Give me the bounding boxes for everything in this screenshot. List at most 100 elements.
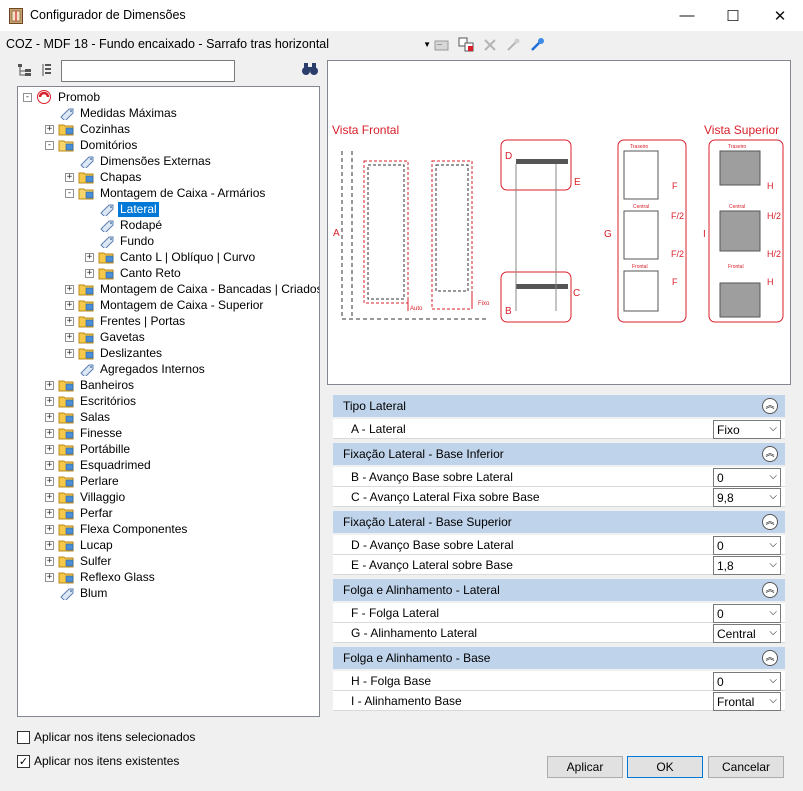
folder-icon [58, 458, 78, 472]
tree-item[interactable]: +Portábille [45, 441, 132, 457]
copy-settings-icon[interactable] [457, 36, 477, 54]
expand-icon[interactable]: + [45, 475, 54, 486]
pick-icon[interactable] [527, 36, 547, 54]
apply-selected-option[interactable]: Aplicar nos itens selecionados [17, 730, 195, 744]
chevron-down-icon: ⌵ [769, 559, 777, 570]
section-header[interactable]: Fixação Lateral - Base Superior︽ [333, 511, 785, 533]
item-selector[interactable]: COZ - MDF 18 - Fundo encaixado - Sarrafo… [5, 36, 433, 54]
property-dropdown[interactable]: 0⌵ [713, 604, 781, 623]
expand-icon[interactable]: + [65, 315, 74, 326]
collapse-section-icon[interactable]: ︽ [762, 514, 778, 530]
tree-item[interactable]: +Esquadrimed [45, 457, 153, 473]
apply-button[interactable]: Aplicar [547, 756, 623, 778]
tree-item[interactable]: Blum [45, 585, 109, 601]
minimize-button[interactable]: — [679, 7, 695, 24]
tree-item[interactable]: Dimensões Externas [65, 153, 213, 169]
tree-item[interactable]: +Cozinhas [45, 121, 132, 137]
apply-selected-checkbox[interactable] [17, 730, 30, 744]
collapse-section-icon[interactable]: ︽ [762, 446, 778, 462]
maximize-button[interactable]: ☐ [726, 7, 740, 25]
tree-item[interactable]: +Villaggio [45, 489, 127, 505]
expand-icon[interactable]: + [65, 171, 74, 182]
collapse-icon[interactable]: - [45, 139, 54, 150]
expand-icon[interactable]: + [45, 555, 54, 566]
link-icon[interactable] [503, 36, 523, 54]
folder-icon [78, 282, 98, 296]
expand-icon[interactable]: + [45, 395, 54, 406]
property-dropdown[interactable]: 0⌵ [713, 672, 781, 691]
tree-item[interactable]: -Montagem de Caixa - Armários [65, 185, 267, 201]
card-icon[interactable] [432, 36, 452, 54]
close-button[interactable]: ✕ [773, 7, 787, 25]
expand-icon[interactable]: + [65, 347, 74, 358]
expand-icon[interactable]: + [45, 459, 54, 470]
expand-icon[interactable]: + [45, 539, 54, 550]
expand-icon[interactable]: + [45, 507, 54, 518]
tree-item[interactable]: -Promob [23, 89, 102, 105]
expand-icon[interactable]: + [65, 331, 74, 342]
tree-item[interactable]: +Sulfer [45, 553, 113, 569]
expand-icon[interactable]: + [45, 427, 54, 438]
expand-icon[interactable]: + [45, 571, 54, 582]
tree-item[interactable]: +Chapas [65, 169, 143, 185]
tree-item[interactable]: +Frentes | Portas [65, 313, 187, 329]
section-header[interactable]: Folga e Alinhamento - Lateral︽ [333, 579, 785, 601]
property-dropdown[interactable]: 0⌵ [713, 536, 781, 555]
cancel-button[interactable]: Cancelar [708, 756, 784, 778]
tree-item[interactable]: +Perfar [45, 505, 115, 521]
expand-icon[interactable]: + [65, 299, 74, 310]
tree-item[interactable]: Rodapé [85, 217, 164, 233]
tree-item[interactable]: Medidas Máximas [45, 105, 179, 121]
collapse-section-icon[interactable]: ︽ [762, 582, 778, 598]
tree-item[interactable]: Fundo [85, 233, 156, 249]
tree-item[interactable]: +Montagem de Caixa - Superior [65, 297, 265, 313]
expand-icon[interactable]: + [45, 443, 54, 454]
expand-icon[interactable]: + [45, 123, 54, 134]
tree-item[interactable]: +Escritórios [45, 393, 138, 409]
collapse-section-icon[interactable]: ︽ [762, 398, 778, 414]
tree-item[interactable]: Lateral [85, 201, 159, 217]
section-header[interactable]: Tipo Lateral︽ [333, 395, 785, 417]
expand-icon[interactable]: + [45, 379, 54, 390]
tree-item[interactable]: +Montagem de Caixa - Bancadas | Criados [65, 281, 319, 297]
expand-tree-icon[interactable] [17, 63, 33, 77]
section-header[interactable]: Folga e Alinhamento - Base︽ [333, 647, 785, 669]
tree-item[interactable]: +Banheiros [45, 377, 136, 393]
collapse-icon[interactable]: - [65, 187, 74, 198]
collapse-icon[interactable]: - [23, 91, 32, 102]
tree-item[interactable]: +Finesse [45, 425, 124, 441]
expand-icon[interactable]: + [45, 523, 54, 534]
tree-item[interactable]: +Salas [45, 409, 112, 425]
apply-existing-checkbox[interactable]: ✓ [17, 754, 30, 768]
ok-button[interactable]: OK [627, 756, 703, 778]
tree-item[interactable]: +Canto Reto [85, 265, 183, 281]
property-dropdown[interactable]: 1,8⌵ [713, 556, 781, 575]
expand-icon[interactable]: + [45, 491, 54, 502]
tree-item[interactable]: -Domitórios [45, 137, 139, 153]
property-dropdown[interactable]: Central⌵ [713, 624, 781, 643]
property-dropdown[interactable]: Frontal⌵ [713, 692, 781, 711]
property-dropdown[interactable]: Fixo⌵ [713, 420, 781, 439]
tree-item[interactable]: +Flexa Componentes [45, 521, 189, 537]
tree-item[interactable]: +Deslizantes [65, 345, 164, 361]
section-header[interactable]: Fixação Lateral - Base Inferior︽ [333, 443, 785, 465]
property-dropdown[interactable]: 9,8⌵ [713, 488, 781, 507]
apply-existing-option[interactable]: ✓ Aplicar nos itens existentes [17, 754, 179, 768]
property-dropdown[interactable]: 0⌵ [713, 468, 781, 487]
expand-icon[interactable]: + [45, 411, 54, 422]
tree-item[interactable]: +Gavetas [65, 329, 147, 345]
search-input[interactable] [61, 60, 235, 82]
tree-item[interactable]: +Lucap [45, 537, 115, 553]
collapse-section-icon[interactable]: ︽ [762, 650, 778, 666]
tree-item[interactable]: Agregados Internos [65, 361, 207, 377]
delete-icon[interactable] [480, 36, 500, 54]
tree-item[interactable]: +Canto L | Oblíquo | Curvo [85, 249, 257, 265]
tree-item[interactable]: +Reflexo Glass [45, 569, 157, 585]
collapse-tree-icon[interactable] [39, 63, 55, 77]
binoculars-search-icon[interactable] [301, 61, 319, 77]
expand-icon[interactable]: + [65, 283, 74, 294]
expand-icon[interactable]: + [85, 267, 94, 278]
tree-item[interactable]: +Perlare [45, 473, 121, 489]
expand-icon[interactable]: + [85, 251, 94, 262]
